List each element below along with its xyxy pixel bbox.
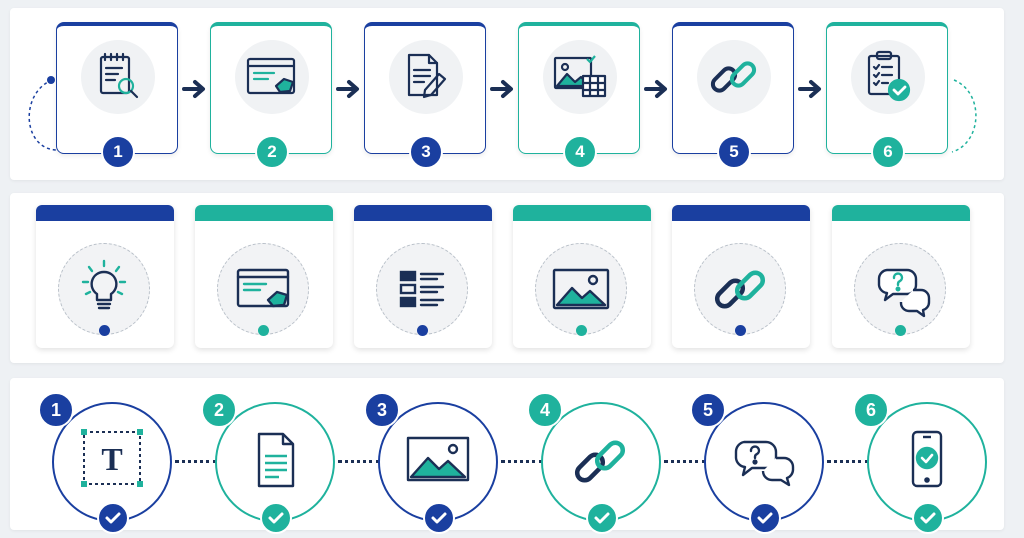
step-circle-4[interactable]: 4 [527, 392, 661, 534]
step-number-badge: 4 [527, 392, 563, 428]
browser-tag-icon [217, 243, 309, 335]
step-number-badge: 2 [201, 392, 237, 428]
step-circle-3[interactable]: 3 [364, 392, 498, 534]
step-circle-5[interactable]: 5 [690, 392, 824, 534]
status-dot [735, 325, 746, 336]
status-dot [417, 325, 428, 336]
status-dot [258, 325, 269, 336]
step-number-badge: 5 [717, 135, 751, 169]
feature-card-4[interactable] [513, 205, 651, 348]
card-row-panel-2 [10, 193, 1004, 363]
check-icon [749, 502, 781, 534]
step-number-badge: 6 [853, 392, 889, 428]
dotted-connector [338, 460, 380, 463]
arrow-right-icon [336, 80, 359, 98]
step-card-3[interactable]: 3 [364, 22, 486, 169]
chain-link-icon [694, 243, 786, 335]
clipboard-check-icon [851, 40, 925, 114]
status-dot [99, 325, 110, 336]
content-list-icon [376, 243, 468, 335]
step-number-badge: 5 [690, 392, 726, 428]
svg-text:T: T [101, 441, 122, 477]
feature-card-2[interactable] [195, 205, 333, 348]
step-number-badge: 4 [563, 135, 597, 169]
browser-tag-icon [235, 40, 309, 114]
step-card-4[interactable]: 4 [518, 22, 640, 169]
connector-arcs [28, 76, 977, 153]
feature-card-6[interactable] [832, 205, 970, 348]
arrow-right-icon [182, 80, 205, 98]
check-icon [97, 502, 129, 534]
step-number-badge: 3 [364, 392, 400, 428]
check-icon [423, 502, 455, 534]
feature-card-1[interactable] [36, 205, 174, 348]
step-card-2[interactable]: 2 [210, 22, 332, 169]
dotted-connector [501, 460, 543, 463]
step-number-badge: 1 [101, 135, 135, 169]
arrow-right-icon [644, 80, 667, 98]
image-table-icon [543, 40, 617, 114]
step-number-badge: 3 [409, 135, 443, 169]
notepad-search-icon [81, 40, 155, 114]
dotted-connector [827, 460, 869, 463]
step-flow-panel-3: T 1 2 3 4 [10, 378, 1004, 534]
chain-link-icon [697, 40, 771, 114]
step-card-6[interactable]: 6 [826, 22, 948, 169]
speech-bubbles-question-icon [854, 243, 946, 335]
image-icon [535, 243, 627, 335]
arrow-right-icon [490, 80, 513, 98]
step-flow-panel-1: 1 2 3 4 [10, 8, 1004, 180]
step-circle-6[interactable]: 6 [853, 392, 987, 534]
step-circle-2[interactable]: 2 [201, 392, 335, 534]
step-number-badge: 1 [38, 392, 74, 428]
check-icon [260, 502, 292, 534]
dotted-connector [175, 460, 217, 463]
dotted-connector [664, 460, 706, 463]
step-number-badge: 6 [871, 135, 905, 169]
check-icon [586, 502, 618, 534]
step-card-5[interactable]: 5 [672, 22, 794, 169]
check-icon [912, 502, 944, 534]
feature-card-3[interactable] [354, 205, 492, 348]
status-dot [576, 325, 587, 336]
lightbulb-icon [58, 243, 150, 335]
document-edit-icon [389, 40, 463, 114]
step-circle-1[interactable]: T 1 [38, 392, 172, 534]
status-dot [895, 325, 906, 336]
step-card-1[interactable]: 1 [56, 22, 178, 169]
step-number-badge: 2 [255, 135, 289, 169]
arrow-right-icon [798, 80, 821, 98]
feature-card-5[interactable] [672, 205, 810, 348]
